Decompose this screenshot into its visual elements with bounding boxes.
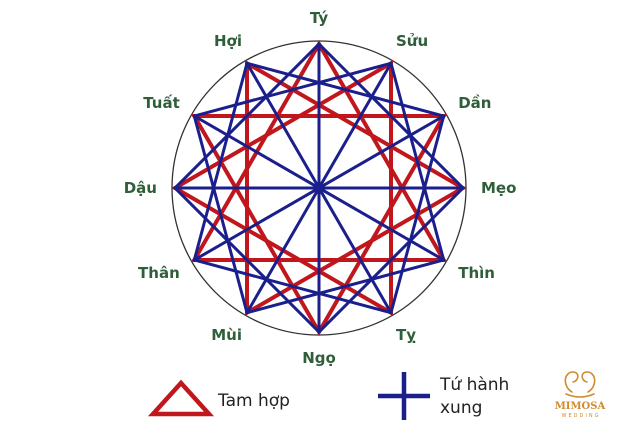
opposition-line-6 [245,62,393,314]
branch-label-4: Mẹo [481,179,516,197]
logo-subtitle: WEDDING [562,413,601,419]
cross-icon [378,372,430,420]
branch-label-9: Thân [138,264,180,282]
branch-label-11: Tuất [143,94,180,112]
branch-label-12: Hợi [214,32,242,50]
triangle-icon [147,379,215,417]
swan-logo-icon [564,371,596,398]
tu-hanh-xung-crosses [172,41,466,335]
branch-label-8: Mùi [211,326,242,344]
mimosa-logo: MIMOSA WEDDING [555,371,606,419]
branch-label-1: Tý [310,9,328,27]
logo-name: MIMOSA [555,401,606,412]
legend-tam-hop: Tam hợp [147,379,290,417]
legend-tam-hop-label: Tam hợp [217,391,290,411]
legend-tu-hanh-xung: Tứ hành xung [378,372,509,420]
legend-tu-hanh-line1: Tứ hành [439,375,509,395]
branch-label-7: Ngọ [302,349,336,367]
branch-label-2: Sửu [396,32,428,50]
branch-label-10: Dậu [124,179,157,197]
branch-label-3: Dần [458,94,491,112]
branch-label-6: Tỵ [396,326,416,344]
branch-label-5: Thìn [458,264,495,282]
legend-tu-hanh-line2: xung [440,398,482,418]
